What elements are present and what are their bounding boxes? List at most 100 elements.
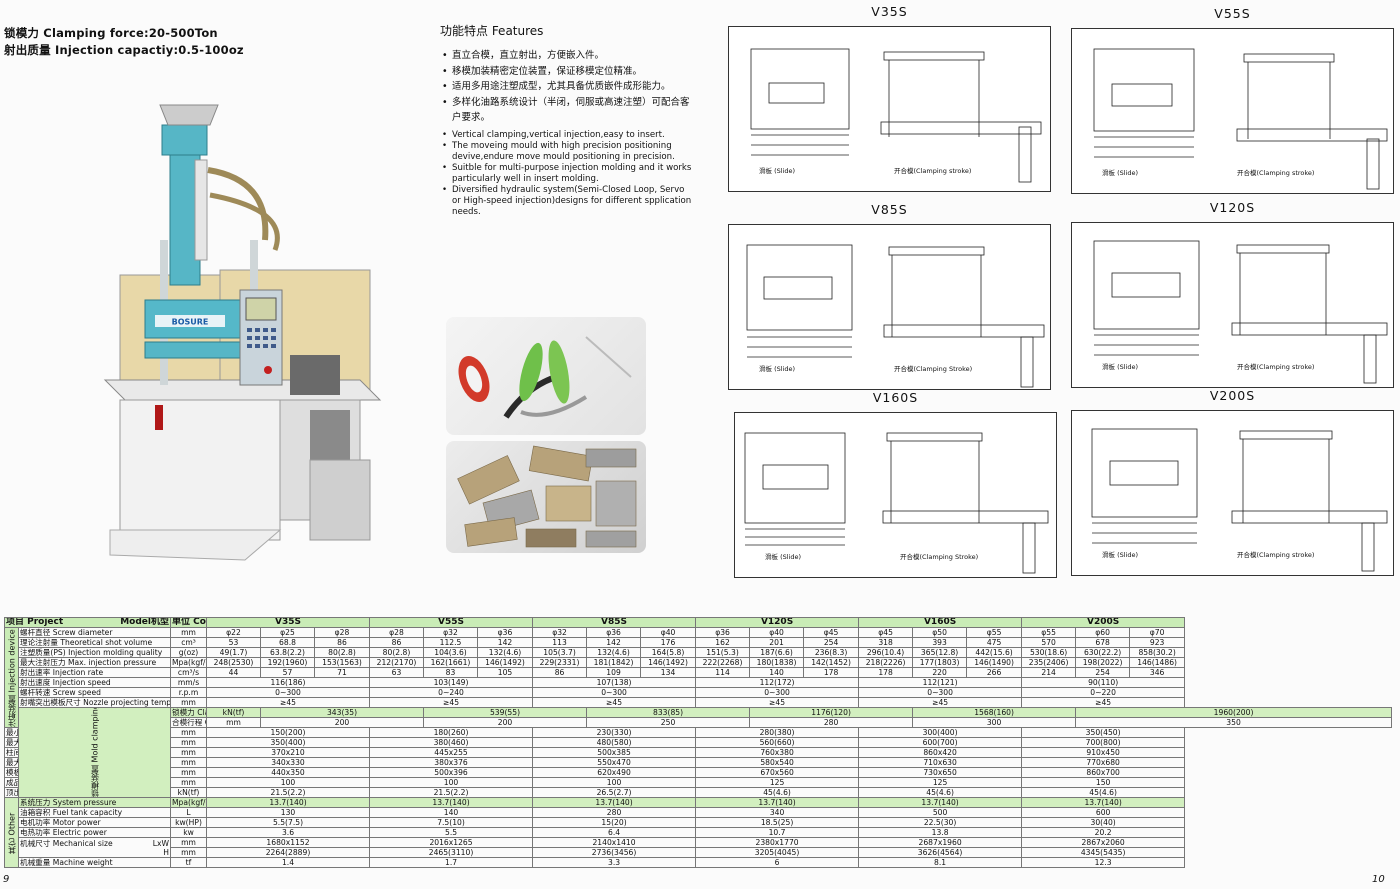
spec-cell: 380x376: [369, 757, 534, 768]
spec-cell: 8.1: [858, 857, 1023, 868]
spec-row: 最大注射压力 Max. injection pressureMpa(kgf/cm…: [5, 657, 1392, 668]
group-label: 其它 Other: [4, 797, 19, 868]
drawing-title: V160S: [872, 390, 919, 405]
spec-row: 最大模具尺寸(LxW) Max. size of diemm340x330380…: [4, 757, 1392, 768]
spec-cell: 142: [586, 637, 642, 648]
mech-size-label: 机械尺寸 Mechanical size: [20, 838, 113, 848]
spec-cell: 130: [205, 807, 371, 818]
spec-cell: 370x210: [205, 747, 371, 758]
spec-cell: 1.4: [205, 857, 371, 868]
spec-cell: 45(4.6): [695, 787, 860, 798]
machine-brand-label: BOSURE: [172, 318, 209, 327]
spec-cell: 678: [1075, 637, 1131, 648]
drawing-lines: [746, 244, 1045, 388]
spec-cell: 45(4.6): [1021, 787, 1186, 798]
spec-cell: φ32: [423, 627, 479, 638]
spec-cell: 380(460): [369, 737, 534, 748]
group-label: 注射装置 Injection device: [4, 627, 19, 728]
spec-cell: 44: [206, 667, 261, 678]
spec-cell: 254: [1075, 667, 1131, 678]
spec-label: 最大模具尺寸(LxW) Max. size of die: [4, 757, 19, 768]
spec-cell: 222(2268): [695, 657, 751, 668]
drawing-title: V55S: [1214, 6, 1251, 21]
spec-cell: 350: [1075, 717, 1392, 728]
spec-cell: 22.5(30): [858, 817, 1023, 828]
drawing-title: V120S: [1209, 200, 1256, 215]
spec-cell: 580x540: [695, 757, 860, 768]
spec-cell: 550x470: [532, 757, 697, 768]
drawing-lines: [750, 48, 1042, 183]
spec-cell: φ32: [532, 627, 588, 638]
spec-cell: 500: [858, 807, 1023, 818]
spec-cell: 198(2022): [1075, 657, 1131, 668]
spec-cell: 365(12.8): [912, 647, 968, 658]
spec-unit: cm³: [170, 637, 207, 648]
spec-cell: 860x420: [858, 747, 1023, 758]
spec-cell: 730x650: [858, 767, 1023, 778]
spec-cell: 12.3: [1021, 857, 1186, 868]
spec-cell: 113: [532, 637, 588, 648]
spec-unit: mm: [170, 727, 207, 738]
spec-cell: 910x450: [1021, 747, 1186, 758]
spec-unit: mm/s: [170, 677, 207, 688]
spec-cell: 300: [912, 717, 1077, 728]
spec-cell: 3.6: [205, 827, 371, 838]
model-label: Model机型: [120, 617, 169, 627]
spec-cell: 2687x1960: [858, 837, 1023, 848]
spec-unit: mm: [170, 847, 207, 858]
drawing-title: V35S: [871, 4, 908, 19]
model-header: V55S: [369, 617, 534, 628]
spec-cell: 181(1842): [586, 657, 642, 668]
spec-cell: 2736(3456): [532, 847, 697, 858]
spec-cell: ≥45: [369, 697, 534, 708]
spec-cell: 63: [369, 667, 425, 678]
spec-unit: mm: [170, 767, 207, 778]
spec-cell: 0~300: [532, 687, 697, 698]
clamping-stroke-caption: 开合模(Clamping Stroke): [894, 365, 973, 373]
drawing-v55s: V55S 滑板 (Slide) 开合模(Clamping stroke): [1071, 6, 1394, 194]
spec-cell: 570: [1021, 637, 1077, 648]
spec-cell: 1568(160): [912, 707, 1077, 718]
spec-cell: 0~300: [205, 687, 371, 698]
spec-cell: 150: [1021, 777, 1186, 788]
feature-en-item: Diversified hydraulic system(Semi-Closed…: [440, 185, 695, 218]
spec-cell: ≥45: [695, 697, 860, 708]
spec-cell: 164(5.8): [640, 647, 697, 658]
spec-row: 顶出力 Top outputkN(tf)21.5(2.2)21.5(2.2)26…: [4, 787, 1392, 798]
spec-unit: kN(tf): [170, 787, 207, 798]
spec-label: 最小模厚 Min.Mold Thickness: [4, 727, 19, 738]
spec-cell: 440x350: [205, 767, 371, 778]
clamping-stroke-caption: 开合模(Clamping stroke): [1237, 363, 1315, 371]
spec-cell: 280: [532, 807, 697, 818]
spec-cell: 180(1838): [749, 657, 805, 668]
spec-cell: 86: [313, 637, 371, 648]
spec-cell: 80(2.8): [369, 647, 425, 658]
spec-cell: 153(1563): [313, 657, 371, 668]
spec-cell: 393: [912, 637, 968, 648]
spec-cell: 858(30.2): [1129, 647, 1186, 658]
spec-cell: 100: [532, 777, 697, 788]
spec-cell: 114: [695, 667, 751, 678]
spec-cell: 13.7(140): [858, 797, 1023, 808]
spec-cell: 620x490: [532, 767, 697, 778]
spec-cell: 5.5(7.5): [205, 817, 371, 828]
spec-cell: 343(35): [259, 707, 425, 718]
spec-label: 理论注射量 Theoretical shot volume: [18, 637, 171, 648]
spec-cell: 140: [369, 807, 534, 818]
model-header: V35S: [205, 617, 371, 628]
spec-cell: 200: [259, 717, 425, 728]
spec-unit: mm: [170, 757, 207, 768]
spec-cell: 100: [205, 777, 371, 788]
model-header: V85S: [532, 617, 697, 628]
spec-cell: 105(3.7): [532, 647, 588, 658]
spec-cell: ≥45: [1021, 697, 1186, 708]
spec-cell: 86: [369, 637, 425, 648]
spec-cell: ≥45: [532, 697, 697, 708]
spec-cell: 146(1490): [966, 657, 1023, 668]
